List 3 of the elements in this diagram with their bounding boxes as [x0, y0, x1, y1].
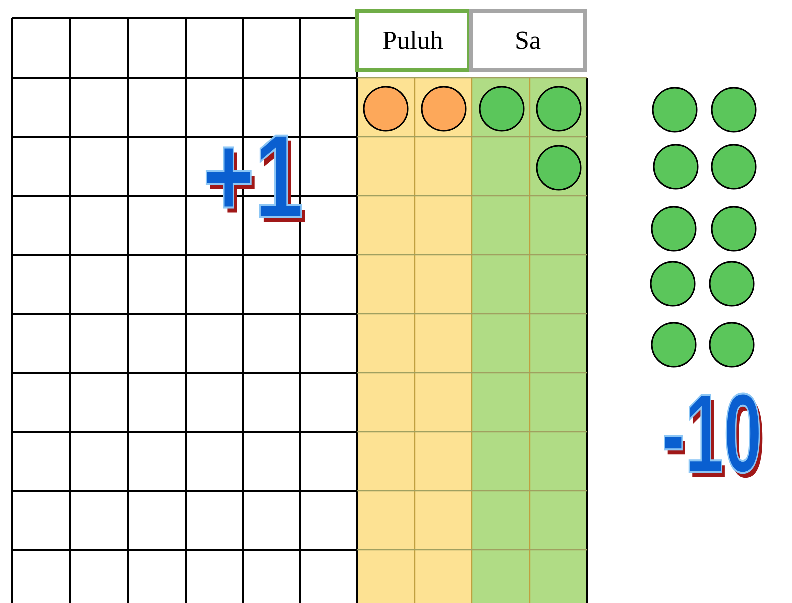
column-header: Sa: [469, 9, 587, 72]
column-header: Puluh: [355, 9, 471, 72]
operation-label: -10: [662, 378, 762, 490]
